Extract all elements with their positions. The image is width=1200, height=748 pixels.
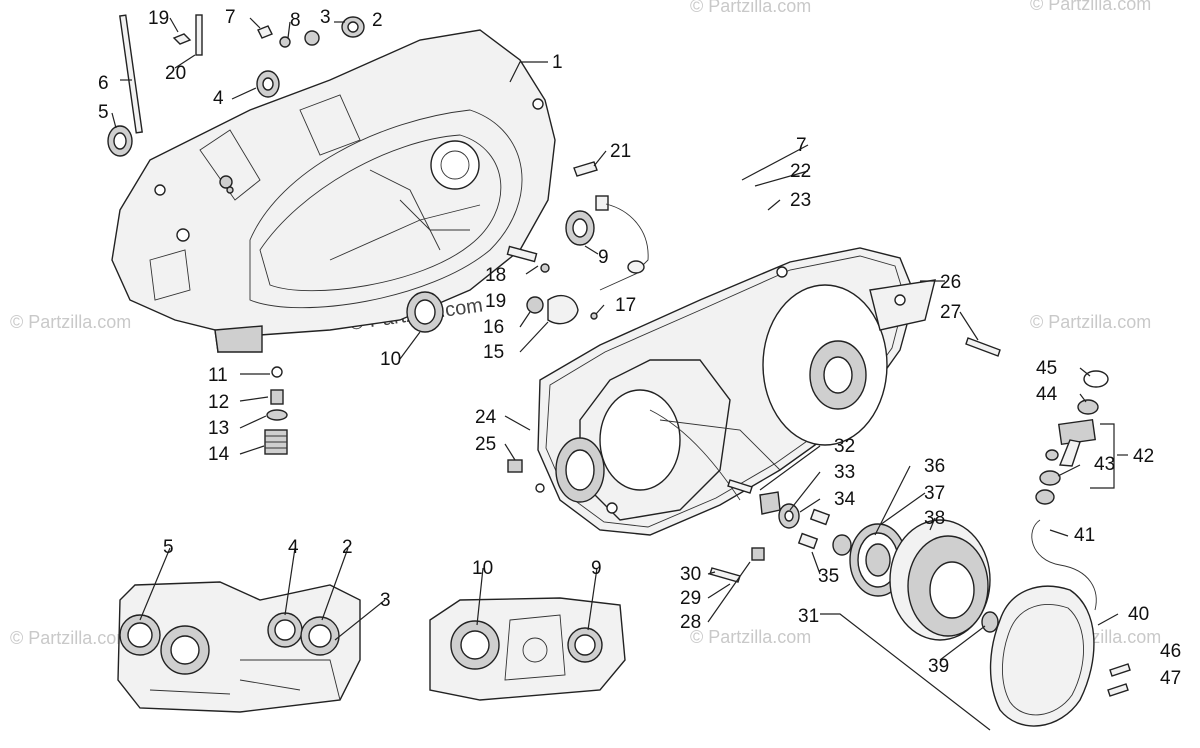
callout-12: 12 — [208, 392, 229, 413]
watermark: © Partzilla.com — [10, 312, 131, 332]
callout-23: 23 — [790, 190, 811, 211]
callout-42: 42 — [1133, 446, 1154, 467]
callout-labels: 1 2 3 4 5 6 7 8 9 10 11 12 13 14 15 16 1… — [98, 7, 1181, 689]
callout-19: 19 — [148, 8, 169, 29]
callout-40: 40 — [1128, 604, 1149, 625]
callout-18: 18 — [485, 265, 506, 286]
watermark: © Partzilla.com — [10, 628, 131, 648]
watermark: © Partzilla.com — [1030, 312, 1151, 332]
callout-46: 46 — [1160, 641, 1181, 662]
crankcase-housing — [111, 29, 556, 353]
callout-10: 10 — [380, 349, 401, 370]
callout-2: 2 — [372, 10, 383, 31]
callout-30: 30 — [680, 564, 701, 585]
callout-21: 21 — [610, 141, 631, 162]
detail-callout-5: 5 — [163, 537, 174, 558]
callout-3: 3 — [320, 7, 331, 28]
watermark-layer: © Partzilla.com © Partzilla.com © Partzi… — [10, 0, 1161, 648]
callout-31: 31 — [798, 606, 819, 627]
crankcase-fasteners — [107, 14, 649, 455]
callout-39: 39 — [928, 656, 949, 677]
callout-34: 34 — [834, 489, 856, 510]
callout-47: 47 — [1160, 668, 1181, 689]
detail-callout-2: 2 — [342, 537, 353, 558]
callout-25: 25 — [475, 434, 496, 455]
leader-lines — [111, 17, 1128, 731]
cvt-cover — [535, 247, 936, 536]
callout-14: 14 — [208, 444, 230, 465]
callout-36: 36 — [924, 456, 945, 477]
detail-callout-10: 10 — [472, 558, 493, 579]
callout-45: 45 — [1036, 358, 1057, 379]
callout-27: 27 — [940, 302, 961, 323]
callout-13: 13 — [208, 418, 229, 439]
detail-callout-4: 4 — [288, 537, 299, 558]
callout-6: 6 — [98, 73, 109, 94]
callout-20: 20 — [165, 63, 186, 84]
callout-19b: 19 — [485, 291, 506, 312]
callout-7: 7 — [225, 7, 236, 28]
watermark: © Partzilla.com — [690, 627, 811, 647]
callout-4: 4 — [213, 88, 224, 109]
callout-38: 38 — [924, 508, 945, 529]
callout-26: 26 — [940, 272, 961, 293]
detail-callout-3: 3 — [380, 590, 391, 611]
callout-9: 9 — [598, 247, 609, 268]
callout-28: 28 — [680, 612, 701, 633]
callout-35: 35 — [818, 566, 839, 587]
callout-17: 17 — [615, 295, 636, 316]
callout-33: 33 — [834, 462, 855, 483]
callout-11: 11 — [208, 365, 228, 386]
callout-15: 15 — [483, 342, 504, 363]
callout-29: 29 — [680, 588, 701, 609]
watermark: © Partzilla.com — [690, 0, 811, 16]
callout-32: 32 — [834, 436, 855, 457]
callout-43: 43 — [1094, 454, 1115, 475]
callout-7b: 7 — [796, 135, 807, 156]
callout-16: 16 — [483, 317, 504, 338]
detail-view-left-case — [117, 581, 361, 713]
callout-44: 44 — [1036, 384, 1058, 405]
callout-24: 24 — [475, 407, 497, 428]
callout-1: 1 — [552, 52, 563, 73]
cvt-hardware — [507, 337, 1131, 727]
callout-22: 22 — [790, 161, 811, 182]
callout-41: 41 — [1074, 525, 1095, 546]
callout-5: 5 — [98, 102, 109, 123]
callout-37: 37 — [924, 483, 945, 504]
detail-view-right-case — [429, 597, 626, 701]
watermark: © Partzilla.com — [1030, 0, 1151, 14]
detail-callout-9: 9 — [591, 558, 602, 579]
callout-8: 8 — [290, 10, 301, 31]
